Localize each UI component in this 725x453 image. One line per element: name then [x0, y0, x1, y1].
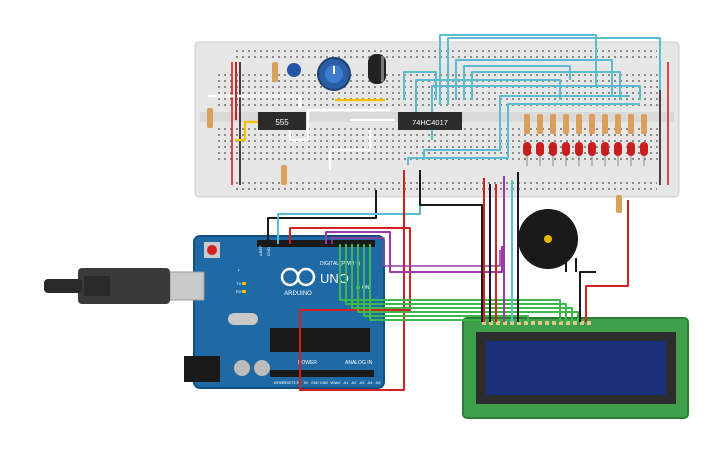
- lcd-pin: [587, 321, 591, 325]
- resistors-breadboard: [207, 62, 622, 213]
- power-pin-label: IOREF: [274, 381, 285, 385]
- lcd-screen: [486, 341, 666, 395]
- lcd-display: [462, 317, 689, 419]
- power-jack: [184, 356, 220, 382]
- lcd-pin: [489, 321, 493, 325]
- lcd-pin: [510, 321, 514, 325]
- led-resistor: [615, 114, 621, 134]
- on-label: ON: [362, 285, 370, 291]
- lcd-pin: [573, 321, 577, 325]
- aref-label: AREF: [258, 245, 263, 256]
- power-pin-label: 5V: [304, 381, 309, 385]
- led: [575, 142, 583, 156]
- led: [562, 142, 570, 156]
- led: [536, 142, 544, 156]
- potentiometer[interactable]: [317, 57, 351, 91]
- microcontroller-chip: [270, 328, 370, 352]
- led-array: [523, 114, 648, 166]
- led-resistor: [576, 114, 582, 134]
- counter-chip-label: 74HC4017: [412, 118, 448, 127]
- piezo-buzzer: [518, 209, 578, 272]
- breadboard-wires: [208, 34, 661, 185]
- analog-pin-label: A2: [352, 380, 358, 385]
- power-pin-label: GND: [320, 381, 328, 385]
- power-pin-label: GND: [311, 381, 319, 385]
- lcd-pin: [503, 321, 507, 325]
- led-resistor: [628, 114, 634, 134]
- led-resistor: [550, 114, 556, 134]
- lcd-pin: [531, 321, 535, 325]
- analog-pin-label: A0: [336, 380, 342, 385]
- lcd-pin: [566, 321, 570, 325]
- led: [588, 142, 596, 156]
- gnd-label: GND: [266, 247, 271, 256]
- analog-pin-label: A5: [376, 380, 382, 385]
- arduino-board: ARDUINO UNO DIGITAL (PWM ~) POWER ANALOG…: [193, 235, 385, 389]
- led-resistor: [641, 114, 647, 134]
- lcd-pin: [482, 321, 486, 325]
- led-resistor: [602, 114, 608, 134]
- arduino-model: UNO: [320, 271, 349, 286]
- led-resistor: [537, 114, 543, 134]
- led: [601, 142, 609, 156]
- connection-wires: [267, 170, 629, 391]
- arduino-logo-text: ARDUINO: [284, 291, 312, 297]
- power-pin-label: RESET: [282, 381, 295, 385]
- arduino-logo: ARDUINO: [280, 267, 316, 297]
- power-pin-label: VIN: [330, 381, 336, 385]
- analog-pin-label: A3: [360, 380, 366, 385]
- led: [640, 142, 648, 156]
- electrolytic-capacitor: [368, 54, 386, 84]
- lcd-pin: [496, 321, 500, 325]
- power-pin-label: 3.3V: [293, 381, 301, 385]
- lcd-pin: [559, 321, 563, 325]
- reset-button[interactable]: [207, 245, 217, 255]
- rx-label: RX: [236, 289, 242, 294]
- led: [549, 142, 557, 156]
- analog-pin-label: A1: [344, 380, 350, 385]
- lcd-pin: [580, 321, 584, 325]
- lcd-pin: [545, 321, 549, 325]
- led: [614, 142, 622, 156]
- lcd-pin: [552, 321, 556, 325]
- lcd-pin-header: [482, 321, 591, 325]
- ceramic-capacitor: [287, 63, 301, 77]
- power-label: POWER: [298, 360, 317, 366]
- usb-cable: [44, 268, 205, 304]
- led: [523, 142, 531, 156]
- analog-label: ANALOG IN: [345, 360, 373, 366]
- led-resistor: [589, 114, 595, 134]
- l-label: L: [238, 267, 241, 272]
- counter-chip: 74HC4017: [398, 112, 462, 130]
- lcd-pin: [517, 321, 521, 325]
- lcd-pin: [524, 321, 528, 325]
- analog-pin-label: A4: [368, 380, 374, 385]
- led-resistor: [563, 114, 569, 134]
- lcd-pin: [538, 321, 542, 325]
- led: [627, 142, 635, 156]
- timer-chip: 555: [258, 112, 306, 130]
- led-resistor: [524, 114, 530, 134]
- tx-label: TX: [236, 281, 241, 286]
- timer-chip-label: 555: [275, 118, 289, 127]
